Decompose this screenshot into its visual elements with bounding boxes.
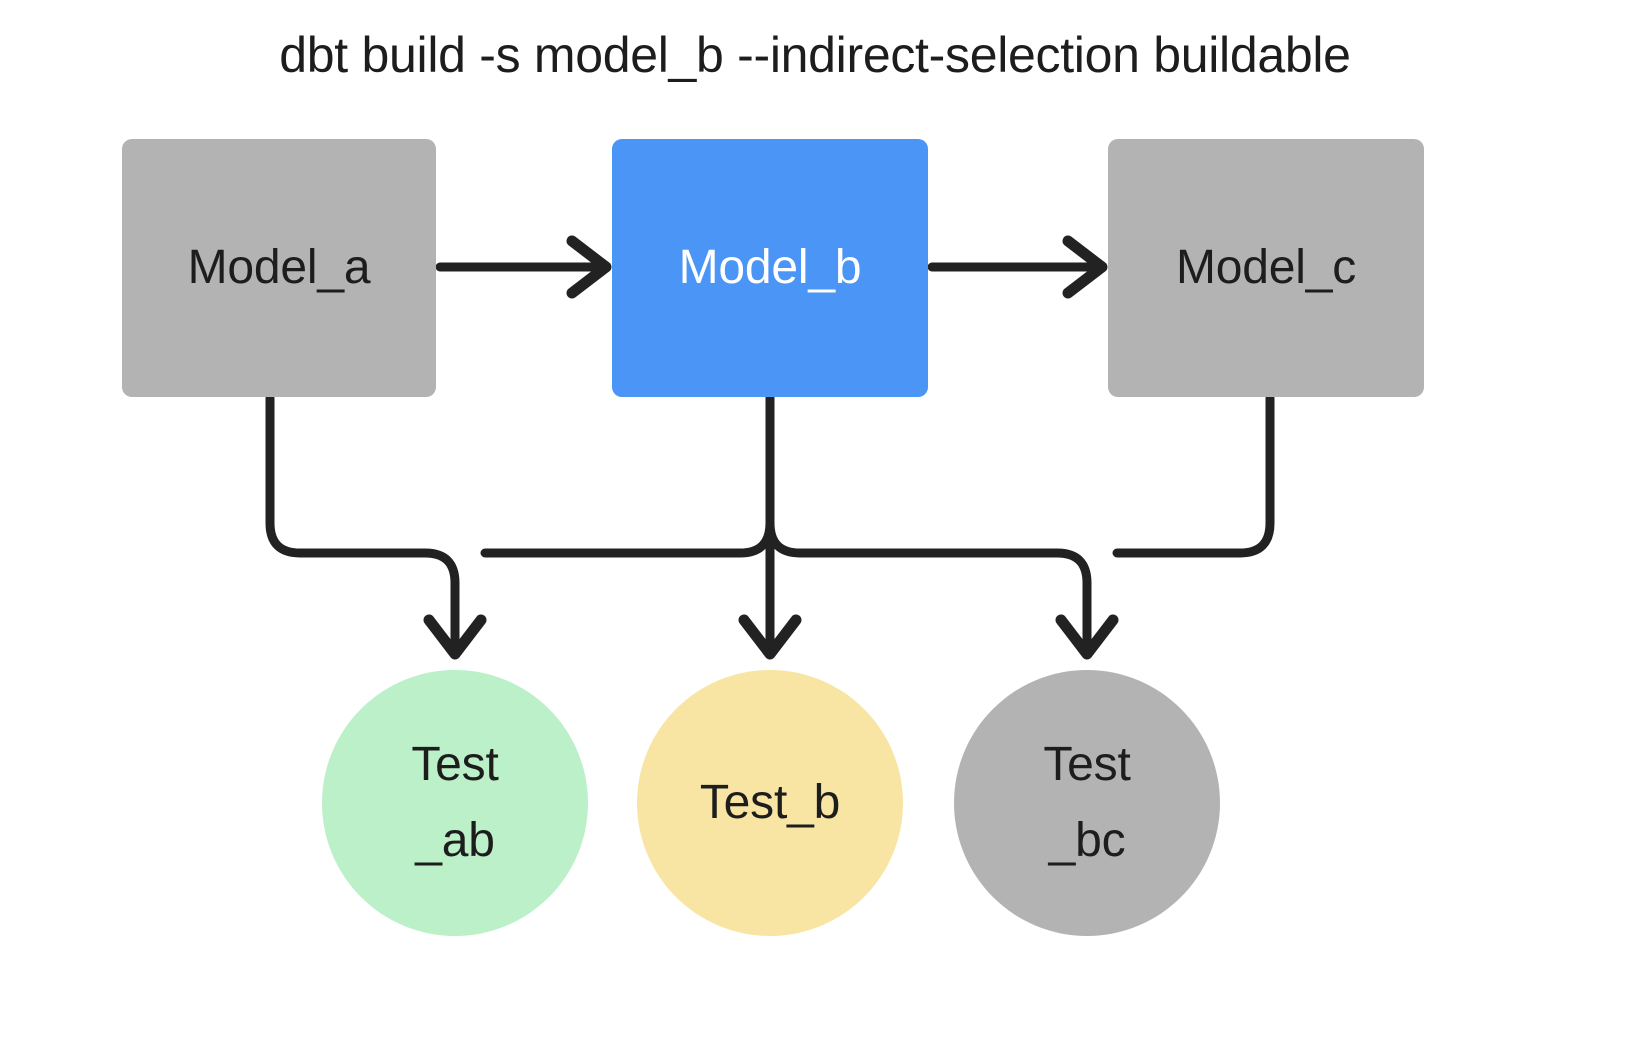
edge-model-b-to-model-c bbox=[927, 235, 1108, 299]
diagram-title: dbt build -s model_b --indirect-selectio… bbox=[279, 27, 1351, 83]
node-test-ab-label-line-1: Test bbox=[411, 738, 499, 791]
node-model-b[interactable]: Model_b bbox=[612, 139, 928, 397]
node-test-b-label-line-1: Test_b bbox=[699, 776, 841, 829]
node-test-bc-label-line-2: _bc bbox=[1048, 814, 1126, 867]
node-model-a-label: Model_a bbox=[187, 241, 371, 294]
node-test-ab[interactable]: Test _ab bbox=[322, 670, 588, 936]
edge-model-b-to-test-ab bbox=[480, 393, 775, 558]
node-test-ab-label-line-2: _ab bbox=[415, 814, 495, 867]
edge-model-a-to-model-b bbox=[435, 235, 612, 299]
node-test-bc-label-line-1: Test bbox=[1043, 738, 1131, 791]
node-model-a[interactable]: Model_a bbox=[122, 139, 436, 397]
node-model-c[interactable]: Model_c bbox=[1108, 139, 1424, 397]
node-model-b-label: Model_b bbox=[678, 241, 862, 294]
node-model-c-label: Model_c bbox=[1175, 241, 1357, 294]
edge-model-a-to-test-ab bbox=[265, 393, 487, 660]
node-test-b[interactable]: Test_b bbox=[637, 670, 903, 936]
edge-model-c-to-test-bc bbox=[1112, 393, 1275, 558]
node-test-bc[interactable]: Test _bc bbox=[954, 670, 1220, 936]
edge-model-b-to-test-bc bbox=[765, 518, 1119, 660]
